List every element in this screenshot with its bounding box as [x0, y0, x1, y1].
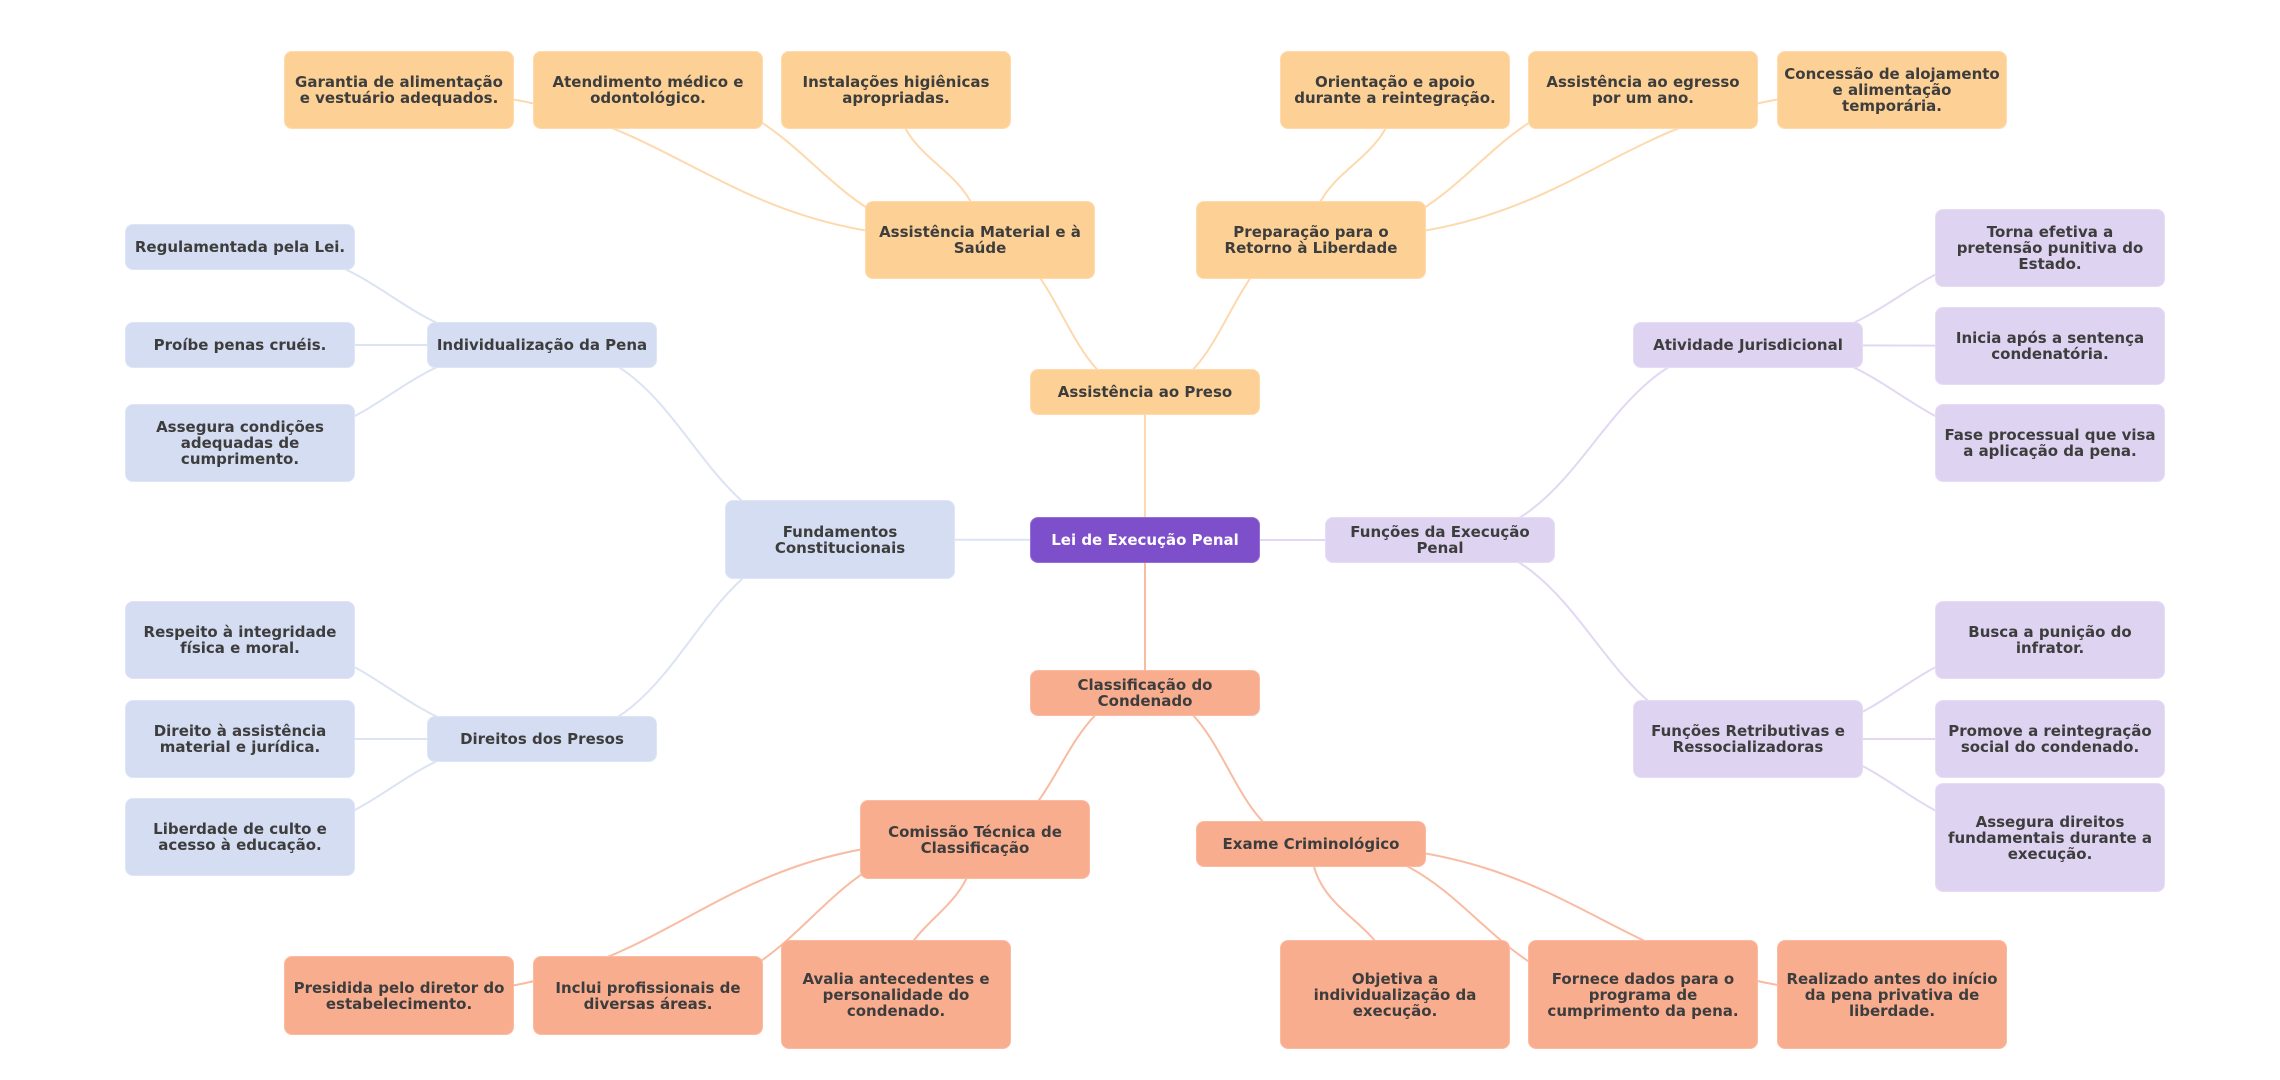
leaf-torna-efetiva[interactable]: Torna efetiva a pretensão punitiva do Es… [1935, 209, 2165, 287]
leaf-assegura-condicoes[interactable]: Assegura condições adequadas de cumprime… [125, 404, 355, 482]
branch-classificacao-condenado[interactable]: Classificação do Condenado [1030, 670, 1260, 716]
leaf-atendimento-medico[interactable]: Atendimento médico e odontológico. [533, 51, 763, 129]
topic-preparacao-retorno[interactable]: Preparação para o Retorno à Liberdade [1196, 201, 1426, 279]
topic-comissao-tecnica[interactable]: Comissão Técnica de Classificação [860, 800, 1090, 879]
leaf-fornece-dados[interactable]: Fornece dados para o programa de cumprim… [1528, 940, 1758, 1049]
leaf-instalacoes-higienicas[interactable]: Instalações higiênicas apropriadas. [781, 51, 1011, 129]
leaf-realizado-antes[interactable]: Realizado antes do início da pena privat… [1777, 940, 2007, 1049]
leaf-assistencia-egresso[interactable]: Assistência ao egresso por um ano. [1528, 51, 1758, 129]
leaf-assegura-direitos[interactable]: Assegura direitos fundamentais durante a… [1935, 783, 2165, 892]
leaf-concessao-alojamento[interactable]: Concessão de alojamento e alimentação te… [1777, 51, 2007, 129]
branch-fundamentos-constitucionais[interactable]: Fundamentos Constitucionais [725, 500, 955, 579]
leaf-busca-punicao[interactable]: Busca a punição do infrator. [1935, 601, 2165, 679]
leaf-liberdade-culto[interactable]: Liberdade de culto e acesso à educação. [125, 798, 355, 876]
topic-individualizacao-pena[interactable]: Individualização da Pena [427, 322, 657, 368]
leaf-presidida-diretor[interactable]: Presidida pelo diretor do estabeleciment… [284, 956, 514, 1035]
leaf-garantia-alimentacao[interactable]: Garantia de alimentação e vestuário adeq… [284, 51, 514, 129]
leaf-fase-processual[interactable]: Fase processual que visa a aplicação da … [1935, 404, 2165, 482]
topic-assistencia-material[interactable]: Assistência Material e à Saúde [865, 201, 1095, 279]
branch-funcoes-execucao-penal[interactable]: Funções da Execução Penal [1325, 517, 1555, 563]
topic-atividade-jurisdicional[interactable]: Atividade Jurisdicional [1633, 322, 1863, 368]
connector-line [1439, 344, 1749, 541]
topic-direitos-presos[interactable]: Direitos dos Presos [427, 716, 657, 762]
leaf-inicia-apos-sentenca[interactable]: Inicia após a sentença condenatória. [1935, 307, 2165, 385]
topic-funcoes-retributivas[interactable]: Funções Retributivas e Ressocializadoras [1633, 700, 1863, 778]
root-node[interactable]: Lei de Execução Penal [1030, 517, 1260, 563]
leaf-orientacao-apoio[interactable]: Orientação e apoio durante a reintegraçã… [1280, 51, 1510, 129]
leaf-promove-reintegracao[interactable]: Promove a reintegração social do condena… [1935, 700, 2165, 778]
leaf-inclui-profissionais[interactable]: Inclui profissionais de diversas áreas. [533, 956, 763, 1035]
leaf-proibe-penas-crueis[interactable]: Proíbe penas cruéis. [125, 322, 355, 368]
leaf-avalia-antecedentes[interactable]: Avalia antecedentes e personalidade do c… [781, 940, 1011, 1049]
leaf-regulamentada-lei[interactable]: Regulamentada pela Lei. [125, 224, 355, 270]
leaf-objetiva-individualizacao[interactable]: Objetiva a individualização da execução. [1280, 940, 1510, 1049]
topic-exame-criminologico[interactable]: Exame Criminológico [1196, 821, 1426, 867]
leaf-respeito-integridade[interactable]: Respeito à integridade física e moral. [125, 601, 355, 679]
branch-assistencia-ao-preso[interactable]: Assistência ao Preso [1030, 369, 1260, 415]
leaf-direito-assistencia[interactable]: Direito à assistência material e jurídic… [125, 700, 355, 778]
